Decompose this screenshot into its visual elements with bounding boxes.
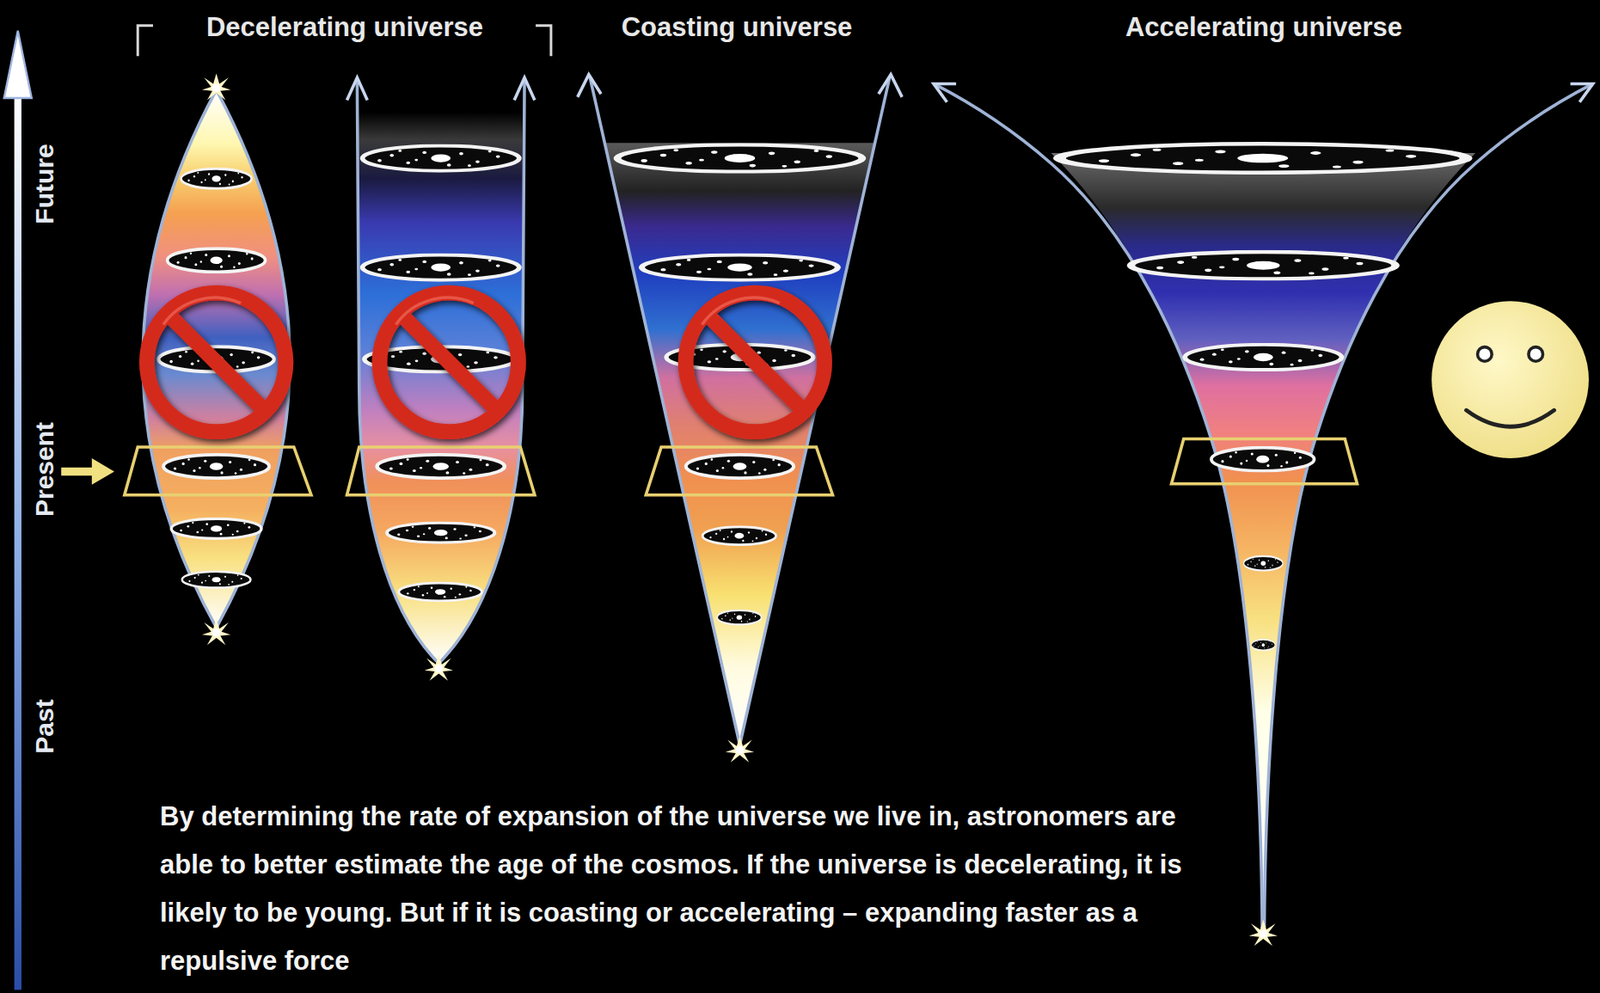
panel-heading: Coasting universe xyxy=(621,12,853,43)
accelerating-universe-cone xyxy=(1264,83,1594,931)
coasting-universe-cone xyxy=(645,447,833,496)
axis-label: Future xyxy=(30,143,60,224)
closed-universe-cone xyxy=(182,571,252,589)
smiley-face xyxy=(1431,300,1589,459)
closed-universe-cone xyxy=(142,90,290,628)
panel-heading: Accelerating universe xyxy=(1125,12,1403,43)
coasting-universe-cone xyxy=(577,74,902,763)
accelerating-universe-cone xyxy=(1131,251,1397,279)
accelerating-universe-cone xyxy=(1184,344,1342,370)
prohibition-sign xyxy=(147,293,825,432)
axis-label: Present xyxy=(30,422,60,517)
open-universe-cone xyxy=(347,447,535,496)
coasting-universe-cone xyxy=(642,254,839,280)
coasting-universe-cone xyxy=(604,142,877,745)
time-axis xyxy=(4,30,32,99)
coasting-universe-cone xyxy=(577,74,902,98)
accelerating-universe-cone xyxy=(1244,556,1284,571)
accelerating-universe-cone xyxy=(1251,639,1276,651)
prohibition-sign xyxy=(167,312,266,411)
closed-universe-cone xyxy=(124,73,312,646)
accelerating-universe-cone xyxy=(1171,438,1358,484)
closed-universe-cone xyxy=(181,168,252,189)
sign-highlight xyxy=(163,297,780,325)
closed-universe-cone xyxy=(202,618,231,645)
closed-universe-cone xyxy=(171,518,262,539)
open-universe-cone xyxy=(362,254,520,280)
accelerating-universe-cone xyxy=(1249,919,1278,946)
accelerating-universe-cone xyxy=(1059,143,1466,172)
time-axis xyxy=(14,91,22,990)
smiley-face xyxy=(1477,347,1493,362)
prohibition-sign xyxy=(399,312,498,411)
closed-universe-cone xyxy=(167,248,266,272)
coasting-universe-cone xyxy=(702,527,776,546)
prohibition-sign xyxy=(380,293,519,432)
open-universe-cone xyxy=(377,454,505,479)
accelerating-universe-cone xyxy=(933,83,1594,102)
coasting-universe-cone xyxy=(717,610,761,626)
time-axis xyxy=(4,30,115,991)
prohibition-sign xyxy=(686,293,825,432)
open-universe-cone xyxy=(398,582,483,601)
closed-universe-cone xyxy=(163,454,270,479)
open-universe-cone xyxy=(347,77,535,681)
sign-highlight xyxy=(702,297,780,325)
open-universe-cone xyxy=(424,654,454,681)
open-universe-cone xyxy=(347,77,535,100)
closed-universe-cone xyxy=(124,447,312,496)
smiley-face xyxy=(1466,410,1555,427)
sign-highlight xyxy=(396,297,474,325)
coasting-universe-cone xyxy=(725,735,755,763)
caption-text: By determining the rate of expansion of … xyxy=(159,792,1209,986)
closed-universe-cone xyxy=(202,73,231,101)
smiley-face xyxy=(1431,300,1589,459)
open-universe-cone xyxy=(358,112,523,664)
sign-highlight xyxy=(163,297,241,325)
present-pointer xyxy=(61,458,115,485)
prohibition-sign xyxy=(705,312,804,411)
accelerating-universe-cone xyxy=(1211,447,1315,472)
open-universe-cone xyxy=(362,145,520,171)
coasting-universe-cone xyxy=(686,454,794,479)
prohibition-sign xyxy=(147,293,286,432)
coasting-universe-cone xyxy=(589,76,890,745)
open-universe-cone xyxy=(386,522,495,543)
panel-heading: Decelerating universe xyxy=(206,12,484,43)
smiley-face xyxy=(1528,347,1544,362)
coasting-universe-cone xyxy=(617,144,863,172)
axis-label: Past xyxy=(30,698,60,754)
